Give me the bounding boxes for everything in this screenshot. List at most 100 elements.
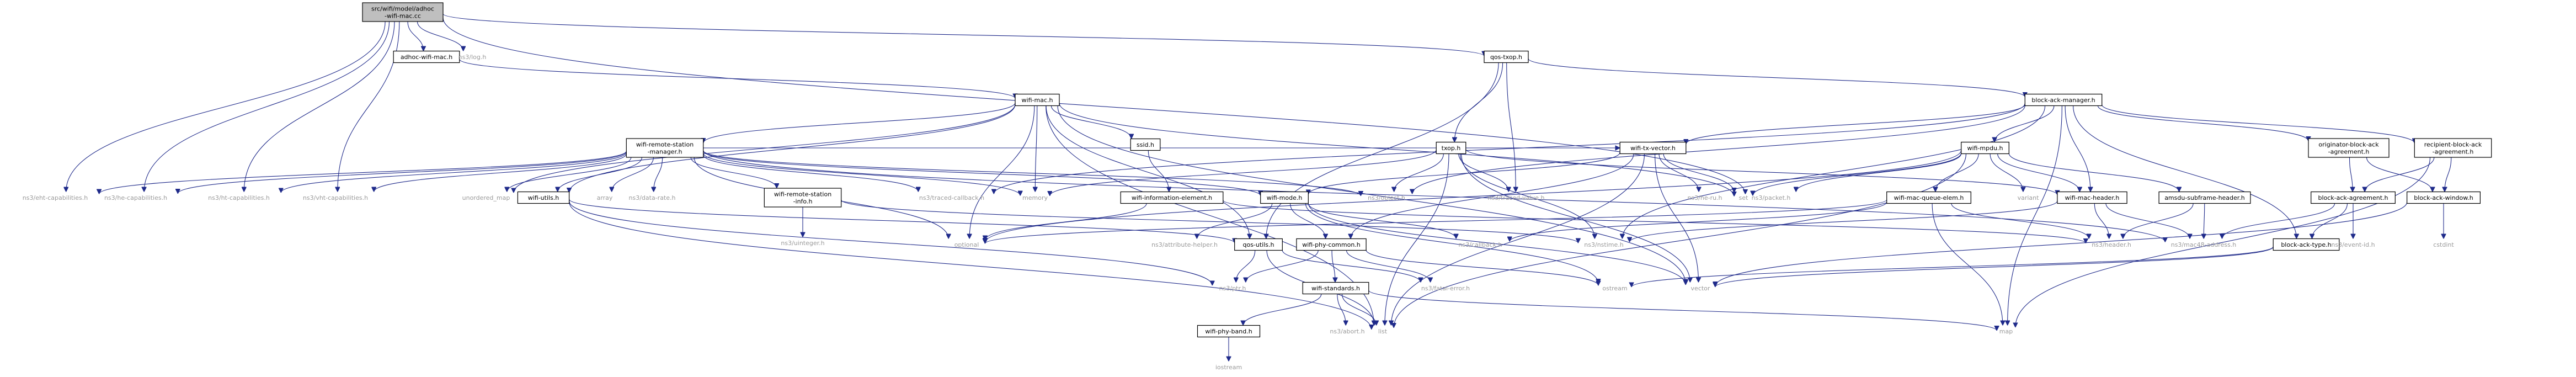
graph-node-phy-common[interactable]: wifi-phy-common.h bbox=[1296, 238, 1367, 251]
graph-node-root[interactable]: src/wifi/model/adhoc-wifi-mac.cc bbox=[362, 2, 444, 22]
node-label: block-ack-manager.h bbox=[2031, 97, 2095, 104]
graph-node-cstdint: cstdint bbox=[2433, 241, 2454, 248]
edge-wifi-mode-to-phy-common bbox=[1289, 203, 1326, 239]
graph-node-attr-helper: ns3/attribute-helper.h bbox=[1151, 241, 1218, 248]
node-label: wifi-standards.h bbox=[1311, 285, 1360, 292]
node-box bbox=[2273, 238, 2340, 251]
node-label: wifi-information-element.h bbox=[1132, 194, 1212, 201]
graph-node-callback: ns3/callback.h bbox=[1459, 241, 1502, 248]
edge-mpdu-to-packet bbox=[1796, 153, 1962, 192]
edge-remote-mgr-to-eht-cap bbox=[99, 151, 627, 194]
graph-node-ssid[interactable]: ssid.h bbox=[1130, 138, 1161, 151]
graph-node-traced-cb: ns3/traced-callback.h bbox=[919, 194, 984, 201]
node-box bbox=[1260, 191, 1309, 204]
edge-info-elem-to-optional bbox=[985, 203, 1147, 241]
node-label: wifi-utils.h bbox=[528, 194, 559, 201]
edge-remote-mgr-to-wifi-mode bbox=[703, 151, 1261, 196]
graph-node-ack-type[interactable]: block-ack-type.h bbox=[2273, 238, 2340, 251]
node-box bbox=[2308, 138, 2390, 158]
edge-queue-elem-to-header bbox=[1951, 203, 2089, 239]
edge-amsdu-to-mac48 bbox=[2204, 203, 2205, 239]
node-label: -agreement.h bbox=[2328, 148, 2370, 156]
graph-node-info-elem[interactable]: wifi-information-element.h bbox=[1120, 191, 1224, 204]
edge-ack-agree-to-mac48 bbox=[2222, 203, 2335, 239]
graph-node-orig-ack[interactable]: originator-block-ack-agreement.h bbox=[2308, 138, 2390, 158]
node-label: ns3/traced-value.h bbox=[1488, 194, 1545, 201]
edge-mpdu-to-variant bbox=[1990, 153, 2023, 192]
edge-standards-to-map bbox=[1368, 290, 1997, 331]
edge-root-to-adhoc-mac bbox=[407, 21, 423, 51]
edge-wifi-mode-to-attr-helper bbox=[1197, 203, 1273, 239]
graph-node-remote-mgr[interactable]: wifi-remote-station-manager.h bbox=[626, 138, 704, 158]
graph-node-queue-elem[interactable]: wifi-mac-queue-elem.h bbox=[1886, 191, 1971, 204]
edge-recip-ack-to-map bbox=[2015, 157, 2431, 327]
edge-ack-mgr-to-mac-header bbox=[2065, 105, 2090, 192]
graph-node-amsdu[interactable]: amsdu-subframe-header.h bbox=[2158, 191, 2251, 204]
graph-node-he-cap: ns3/he-capabilities.h bbox=[104, 194, 167, 201]
graph-node-txop[interactable]: txop.h bbox=[1436, 141, 1466, 155]
graph-node-tx-vector[interactable]: wifi-tx-vector.h bbox=[1619, 141, 1687, 155]
edge-ssid-to-info-elem bbox=[1148, 150, 1169, 192]
edge-remote-mgr-to-object bbox=[703, 150, 1361, 197]
node-box bbox=[626, 138, 704, 158]
node-label: ns3/he-ru.h bbox=[1687, 194, 1722, 201]
graph-node-remote-info[interactable]: wifi-remote-station-info.h bbox=[764, 188, 842, 208]
edge-mpdu-to-amsdu bbox=[2008, 153, 2179, 192]
graph-node-ack-agree[interactable]: block-ack-agreement.h bbox=[2311, 191, 2396, 204]
node-label: -agreement.h bbox=[2433, 148, 2474, 156]
node-label: ns3/data-rate.h bbox=[629, 194, 676, 201]
graph-node-mac-header[interactable]: wifi-mac-header.h bbox=[2057, 191, 2127, 204]
graph-node-mpdu[interactable]: wifi-mpdu.h bbox=[1961, 141, 2009, 155]
node-label: ns3/attribute-helper.h bbox=[1151, 241, 1218, 248]
graph-node-standards[interactable]: wifi-standards.h bbox=[1302, 282, 1369, 295]
node-box bbox=[1197, 325, 1261, 338]
node-box bbox=[517, 191, 570, 204]
edge-phy-common-to-ptr bbox=[1246, 250, 1319, 283]
node-label: ns3/he-capabilities.h bbox=[104, 194, 167, 201]
node-box bbox=[2024, 93, 2103, 107]
node-box bbox=[1886, 191, 1971, 204]
graph-node-qos-txop[interactable]: qos-txop.h bbox=[1484, 50, 1529, 63]
node-label: ns3/abort.h bbox=[1330, 328, 1364, 335]
edge-tx-vector-to-phy-common bbox=[1351, 153, 1634, 239]
graph-node-wifi-utils[interactable]: wifi-utils.h bbox=[517, 191, 570, 204]
edge-remote-mgr-to-vht-cap bbox=[374, 153, 627, 192]
node-box bbox=[393, 50, 460, 63]
graph-node-ack-mgr[interactable]: block-ack-manager.h bbox=[2024, 93, 2103, 107]
node-box bbox=[362, 2, 444, 22]
graph-node-wifi-mode[interactable]: wifi-mode.h bbox=[1260, 191, 1309, 204]
edge-ack-mgr-to-map bbox=[2008, 105, 2062, 326]
edge-txop-to-traced-value bbox=[1458, 153, 1508, 192]
node-label: ns3/event-id.h bbox=[2331, 241, 2375, 248]
graph-node-ack-window[interactable]: block-ack-window.h bbox=[2407, 191, 2481, 204]
edge-wifi-utils-to-qos-utils bbox=[569, 199, 1235, 243]
edge-root-to-ht-cap bbox=[244, 21, 395, 192]
edge-queue-elem-to-callback bbox=[1510, 201, 1887, 242]
edge-phy-common-to-fatal-error bbox=[1346, 250, 1431, 283]
graph-node-wifi-mac[interactable]: wifi-mac.h bbox=[1015, 93, 1060, 107]
edge-mpdu-to-list bbox=[1394, 153, 1967, 328]
node-box bbox=[1296, 238, 1367, 251]
graph-node-qos-utils[interactable]: qos-utils.h bbox=[1234, 238, 1283, 251]
node-box bbox=[1130, 138, 1161, 151]
edge-ack-mgr-to-tx-vector bbox=[1686, 104, 2025, 145]
edge-mac-header-to-header bbox=[2094, 203, 2109, 239]
edge-root-to-eht-cap bbox=[66, 21, 386, 192]
graph-node-traced-value: ns3/traced-value.h bbox=[1488, 194, 1545, 201]
node-label: originator-block-ack bbox=[2318, 141, 2379, 148]
graph-node-adhoc-mac[interactable]: adhoc-wifi-mac.h bbox=[393, 50, 460, 63]
graph-node-phy-band[interactable]: wifi-phy-band.h bbox=[1197, 325, 1261, 338]
graph-node-recip-ack[interactable]: recipient-block-ack-agreement.h bbox=[2414, 138, 2492, 158]
edge-remote-mgr-to-wifi-utils bbox=[558, 157, 642, 192]
node-label: cstdint bbox=[2433, 241, 2454, 248]
node-label: block-ack-type.h bbox=[2281, 241, 2331, 248]
edge-ack-mgr-to-ack-type bbox=[2073, 105, 2297, 239]
edge-remote-mgr-to-ht-cap bbox=[281, 152, 627, 193]
edge-root-to-packet bbox=[442, 17, 1745, 194]
node-label: wifi-phy-band.h bbox=[1205, 328, 1252, 335]
edge-ack-window-to-vector bbox=[1715, 202, 2408, 286]
edge-ack-type-to-ostream bbox=[1631, 246, 2274, 288]
node-label: unordered_map bbox=[462, 194, 510, 201]
edge-wifi-mode-to-callback bbox=[1308, 203, 1456, 239]
